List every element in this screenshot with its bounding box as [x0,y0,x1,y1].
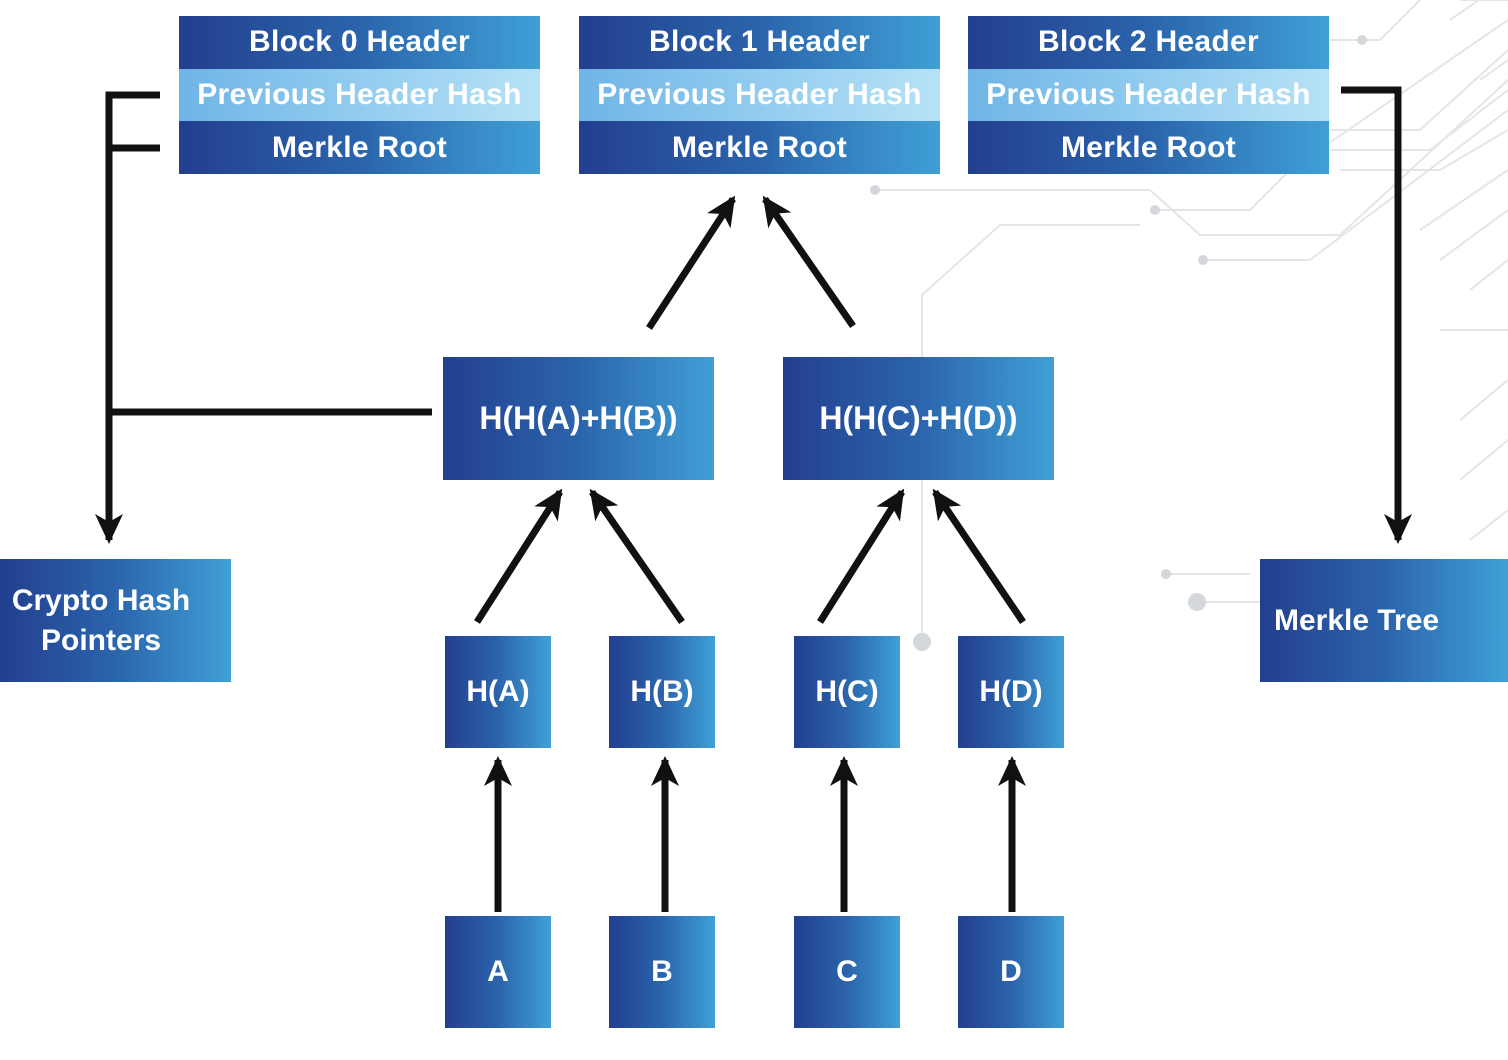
merkle-root-field: Merkle Root [968,121,1329,175]
arrow-hd-to-hcd [932,488,1026,624]
arrow-hab-to-root [646,195,736,330]
merkle-tree-label-text: Merkle Tree [1274,603,1440,637]
block-2-header: Block 2 Header Previous Header Hash Merk… [968,16,1329,175]
node-data-d: D [958,916,1064,1028]
bracket-crypto-hash-pointers [95,91,160,544]
block-0-header: Block 0 Header Previous Header Hash Merk… [179,16,540,175]
previous-header-hash-field: Previous Header Hash [179,68,540,122]
node-hash-c: H(C) [794,636,900,748]
crypto-hash-pointers-line-1: Crypto Hash [11,583,191,617]
block-header-title: Block 0 Header [179,16,540,69]
arrow-ha-to-hab [474,488,563,624]
arrow-hc-to-hcd [817,488,905,624]
block-header-title: Block 1 Header [579,16,940,69]
arrow-hb-to-hab [589,488,685,624]
node-hash-a: H(A) [445,636,551,748]
arrow-hcd-to-root [762,195,856,328]
arrows [95,86,1412,912]
node-data-c: C [794,916,900,1028]
block-1-header: Block 1 Header Previous Header Hash Merk… [579,16,940,175]
node-data-b: B [609,916,715,1028]
circuit-dots [870,35,1367,651]
merkle-root-field: Merkle Root [179,121,540,175]
node-hash-b: H(B) [609,636,715,748]
node-data-a: A [445,916,551,1028]
node-hash-cd: H(H(C)+H(D)) [783,357,1054,480]
merkle-root-field: Merkle Root [579,121,940,175]
previous-header-hash-field: Previous Header Hash [579,68,940,122]
node-hash-ab: H(H(A)+H(B)) [443,357,714,480]
bracket-merkle-tree [1341,86,1412,544]
crypto-hash-pointers-line-2: Pointers [40,623,162,657]
crypto-hash-pointers-label: Crypto Hash Pointers [0,559,231,682]
previous-header-hash-field: Previous Header Hash [968,68,1329,122]
node-hash-d: H(D) [958,636,1064,748]
block-header-title: Block 2 Header [968,16,1329,69]
merkle-tree-label: Merkle Tree [1260,559,1508,682]
